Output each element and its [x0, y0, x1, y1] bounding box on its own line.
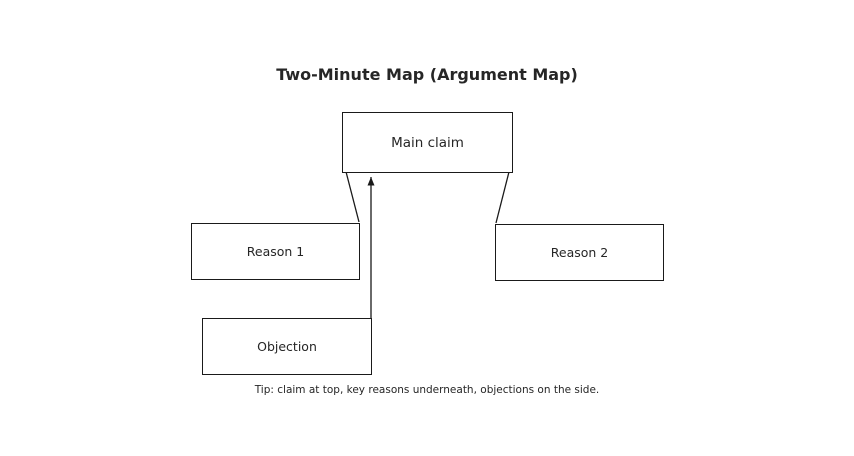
node-objection: Objection	[202, 318, 372, 375]
node-reason-1: Reason 1	[191, 223, 360, 280]
node-main-claim: Main claim	[342, 112, 513, 173]
diagram-title: Two-Minute Map (Argument Map)	[276, 65, 578, 84]
node-objection-label: Objection	[257, 339, 317, 354]
tip-text: Tip: claim at top, key reasons underneat…	[254, 384, 600, 396]
node-reason-2-label: Reason 2	[550, 245, 609, 260]
node-main-claim-label: Main claim	[391, 134, 464, 151]
node-reason-1-label: Reason 1	[246, 244, 305, 259]
node-reason-2: Reason 2	[495, 224, 664, 281]
